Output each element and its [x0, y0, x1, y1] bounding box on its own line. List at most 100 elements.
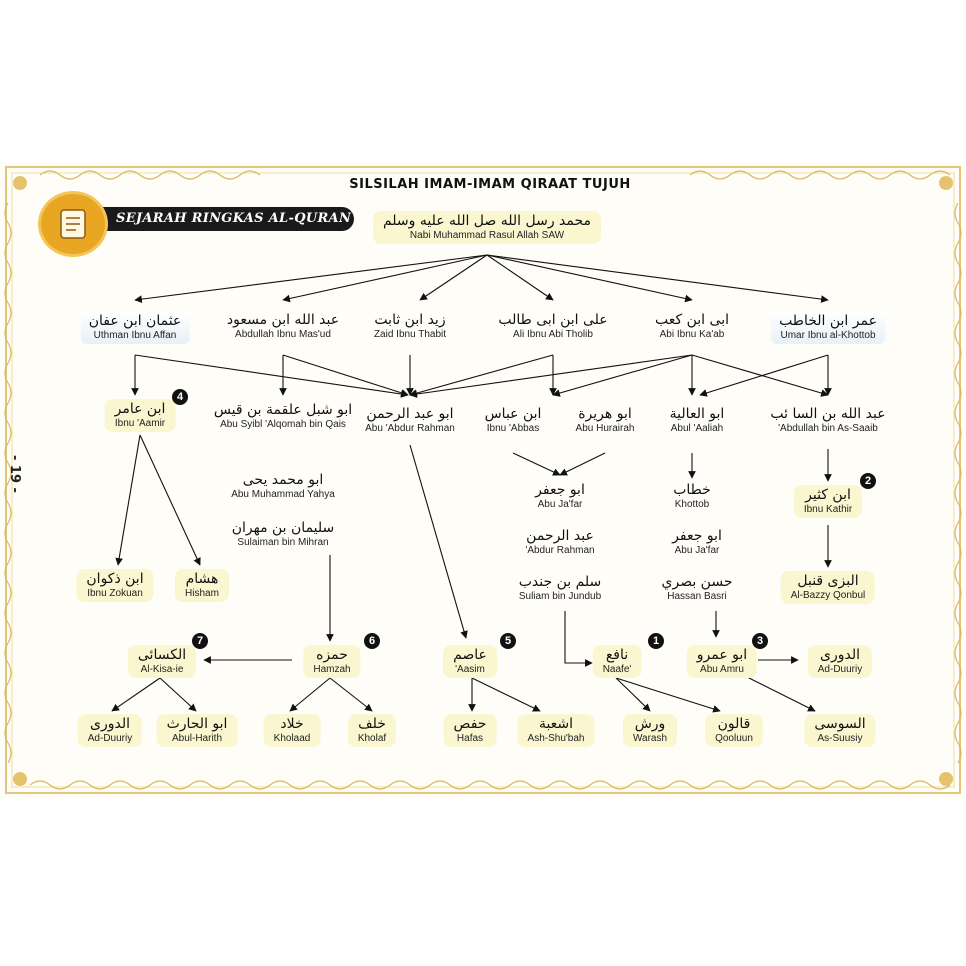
- node-sulaiman-mihran: سليمان بن مهران Sulaiman bin Mihran: [232, 521, 335, 548]
- section-banner: SEJARAH RINGKAS AL-QURAN: [38, 191, 358, 257]
- node-arabic: ابن عامر: [114, 401, 166, 417]
- node-latin: Ibnu 'Abbas: [486, 422, 540, 434]
- node-latin: 'Abdullah bin As-Saaib: [778, 422, 878, 434]
- node-arabic: السوسى: [814, 716, 866, 732]
- node-latin: Warash: [632, 732, 668, 744]
- node-arabic: الدورى: [820, 647, 860, 663]
- imam-naafe: نافع Naafe': [592, 645, 642, 679]
- banner-label: SEJARAH RINGKAS AL-QURAN: [116, 211, 352, 226]
- root-node-prophet: محمد رسل الله صل الله عليه وسلم Nabi Muh…: [372, 211, 602, 245]
- ornamental-border: [4, 166, 962, 794]
- node-arabic: حفص: [453, 716, 487, 732]
- node-latin: 'Aasim: [455, 663, 485, 675]
- node-arabic: ابن عباس: [484, 406, 542, 422]
- node-abdullah-saaib: عبد الله بن السا ئب 'Abdullah bin As-Saa…: [770, 407, 885, 434]
- node-arabic: ابو محمد يحى: [242, 472, 324, 488]
- node-latin: Abu Muhammad Yahya: [231, 488, 335, 500]
- node-latin: Abu Amru: [700, 663, 744, 675]
- rawi-hafas: حفص Hafas: [443, 714, 497, 748]
- node-latin: Abu 'Abdur Rahman: [365, 422, 455, 434]
- diagram-title: SILSILAH IMAM-IMAM QIRAAT TUJUH: [349, 177, 631, 192]
- node-latin: Hamzah: [313, 663, 351, 675]
- node-arabic: ابو شبل علقمة بن قيس: [213, 402, 353, 418]
- lineage-arrows: [111, 254, 832, 713]
- node-latin: Hafas: [456, 732, 484, 744]
- node-arabic: خلاد: [280, 716, 304, 732]
- node-latin: Al-Kisa-ie: [140, 663, 184, 675]
- node-abu-abdur-rahman: ابو عبد الرحمن Abu 'Abdur Rahman: [365, 407, 455, 434]
- rawi-qooluun: قالون Qooluun: [705, 714, 763, 748]
- node-arabic: البزى قنبل: [797, 573, 859, 589]
- companion-arabic: على ابن ابى طالب: [498, 312, 608, 328]
- node-ibnu-kathir: ابن كثير Ibnu Kathir: [793, 485, 863, 519]
- node-latin: Al-Bazzy Qonbul: [790, 589, 866, 601]
- node-arabic: ابو جعفر: [672, 528, 722, 544]
- node-latin: Khottob: [674, 498, 710, 510]
- node-arabic: هشام: [185, 571, 219, 587]
- node-latin: Hassan Basri: [667, 590, 727, 602]
- node-latin: Suliam bin Jundub: [518, 590, 602, 602]
- imam-abu-amru: ابو عمرو Abu Amru: [686, 645, 758, 679]
- node-latin: Abu Hurairah: [575, 422, 635, 434]
- node-arabic: خلف: [358, 716, 386, 732]
- node-albazzy-qonbul: البزى قنبل Al-Bazzy Qonbul: [780, 571, 876, 605]
- node-latin: Abu Ja'far: [537, 498, 583, 510]
- node-abdur-rahman-mid: عبد الرحمن 'Abdur Rahman: [525, 529, 594, 556]
- imam-number-1: 1: [648, 633, 664, 649]
- companion-arabic: عبد الله ابن مسعود: [226, 312, 340, 328]
- banner-pill: SEJARAH RINGKAS AL-QURAN: [84, 207, 354, 231]
- node-latin: Ibnu Kathir: [803, 503, 853, 515]
- root-latin: Nabi Muhammad Rasul Allah SAW: [409, 229, 565, 241]
- node-latin: Sulaiman bin Mihran: [237, 536, 329, 548]
- node-arabic: نافع: [605, 647, 629, 663]
- imam-kisaie: الكسائى Al-Kisa-ie: [127, 645, 197, 679]
- node-arabic: ابو الحارث: [166, 716, 228, 732]
- node-latin: Ash-Shu'bah: [527, 732, 585, 744]
- node-latin: Naafe': [602, 663, 632, 675]
- scroll-icon: [38, 191, 108, 257]
- node-latin: Hisham: [185, 587, 219, 599]
- node-arabic: سلم بن جندب: [518, 574, 602, 590]
- companion-latin: Uthman Ibnu Affan: [93, 329, 177, 341]
- node-latin: Kholaf: [357, 732, 387, 744]
- node-arabic: عبد الله بن السا ئب: [770, 406, 886, 422]
- companion-arabic: عثمان ابن عفان: [88, 313, 182, 329]
- node-latin: Ad-Duuriy: [87, 732, 133, 744]
- companion-latin: Umar Ibnu al-Khottob: [780, 329, 876, 341]
- node-arabic: الكسائى: [137, 647, 187, 663]
- node-arabic: ابن كثير: [805, 487, 851, 503]
- node-latin: As-Suusiy: [817, 732, 863, 744]
- rawi-abul-harith: ابو الحارث Abul-Harith: [156, 714, 238, 748]
- rawi-kholaad: خلاد Kholaad: [263, 714, 321, 748]
- imam-number-4: 4: [172, 389, 188, 405]
- node-ibnu-aamir: ابن عامر Ibnu 'Aamir: [104, 399, 176, 433]
- companion-latin: Ali Ibnu Abi Tholib: [513, 328, 593, 340]
- rawi-duuriy-kisaie: الدورى Ad-Duuriy: [77, 714, 143, 748]
- node-abu-jafar-right: ابو جعفر Abu Ja'far: [672, 529, 722, 556]
- node-arabic: اشعبة: [538, 716, 574, 732]
- node-arabic: عاصم: [453, 647, 487, 663]
- node-hisham: هشام Hisham: [175, 569, 229, 603]
- node-latin: Ad-Duuriy: [817, 663, 863, 675]
- node-latin: 'Abdur Rahman: [525, 544, 595, 556]
- node-ibnu-abbas: ابن عباس Ibnu 'Abbas: [485, 407, 542, 434]
- node-latin: Abu Syibl 'Alqomah bin Qais: [220, 418, 346, 430]
- companion-latin: Abdullah Ibnu Mas'ud: [235, 328, 331, 340]
- companion-arabic: ابى ابن كعب: [655, 312, 729, 328]
- node-arabic: ابن ذكوان: [86, 571, 144, 587]
- node-arabic: الدورى: [90, 716, 130, 732]
- companion-arabic: زيد ابن ثابت: [374, 312, 446, 328]
- node-arabic: عبد الرحمن: [526, 528, 594, 544]
- node-latin: Ibnu 'Aamir: [114, 417, 166, 429]
- node-arabic: قالون: [717, 716, 751, 732]
- companion-latin: Abi Ibnu Ka'ab: [659, 328, 725, 340]
- node-arabic: ورش: [634, 716, 666, 732]
- node-arabic: خطاب: [673, 482, 711, 498]
- node-abu-jafar-mid: ابو جعفر Abu Ja'far: [535, 483, 585, 510]
- node-khottob: خطاب Khottob: [673, 483, 711, 510]
- imam-aasim: عاصم 'Aasim: [443, 645, 497, 679]
- node-latin: Abul-Harith: [171, 732, 223, 744]
- node-abu-syibl: ابو شبل علقمة بن قيس Abu Syibl 'Alqomah …: [213, 403, 353, 430]
- node-arabic: حسن بصري: [661, 574, 733, 590]
- node-arabic: ابو هريرة: [578, 406, 632, 422]
